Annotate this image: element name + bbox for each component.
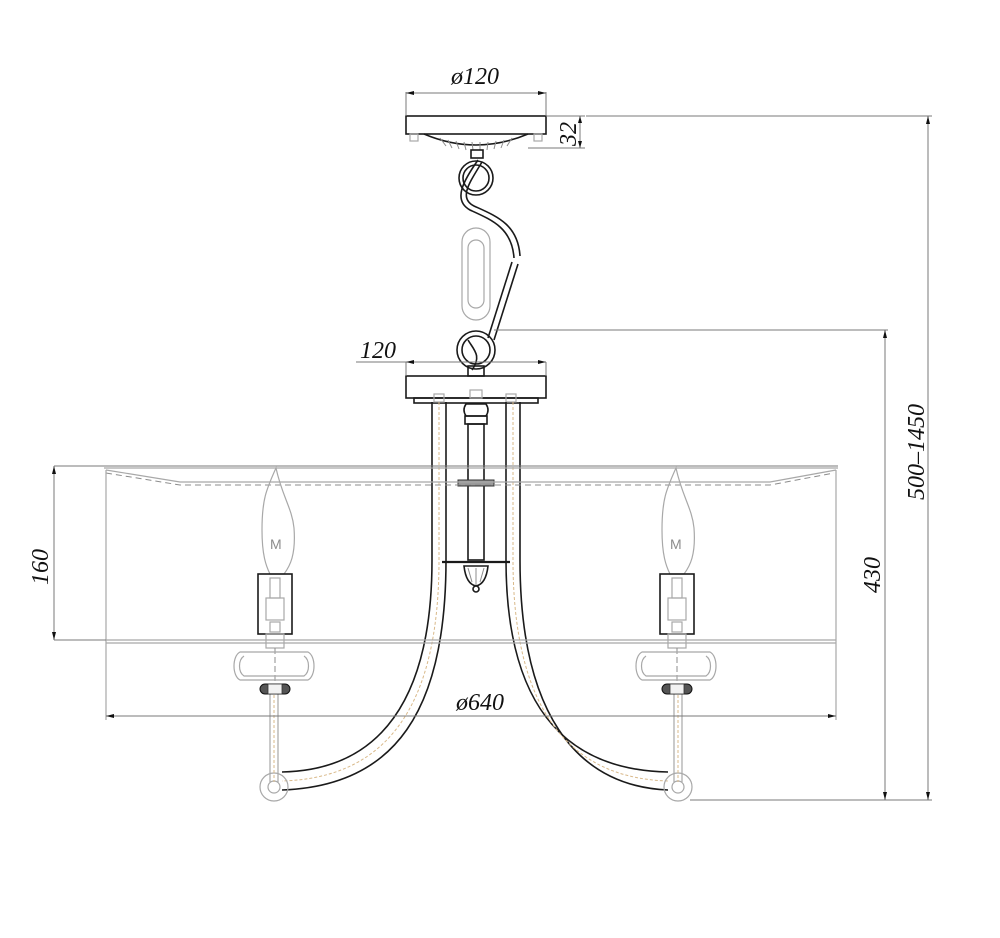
left-bulb-filament: M [270, 536, 282, 552]
body-height-dimension: 430 [494, 329, 888, 801]
curved-arms [259, 402, 693, 802]
shade-diameter-dimension: ø640 [106, 690, 836, 718]
total-height-label: 500–1450 [904, 404, 930, 500]
right-candle: M [659, 466, 695, 690]
left-bobeche [233, 651, 315, 695]
right-bulb-filament: M [670, 536, 682, 552]
right-bobeche [635, 651, 717, 695]
center-plate [405, 375, 547, 404]
shade-height-label: 160 [28, 549, 54, 585]
drum-shade [54, 465, 838, 720]
canopy-diameter-label: ø120 [450, 64, 499, 90]
plate-width-dimension: 120 [356, 338, 547, 376]
center-stem-with-finial [442, 403, 510, 593]
shade-diameter-label: ø640 [455, 690, 504, 716]
shade-height-dimension: 160 [28, 466, 56, 640]
ceiling-canopy [405, 115, 547, 159]
canopy-height-label: 32 [556, 122, 582, 147]
body-height-label: 430 [860, 557, 886, 593]
suspension-chain [456, 159, 521, 377]
left-candle: M [257, 466, 295, 690]
plate-width-label: 120 [360, 338, 396, 364]
total-height-dimension: 500–1450 [586, 115, 932, 801]
canopy-diameter-dimension: ø120 [405, 64, 547, 116]
canopy-height-dimension: 32 [528, 115, 585, 149]
